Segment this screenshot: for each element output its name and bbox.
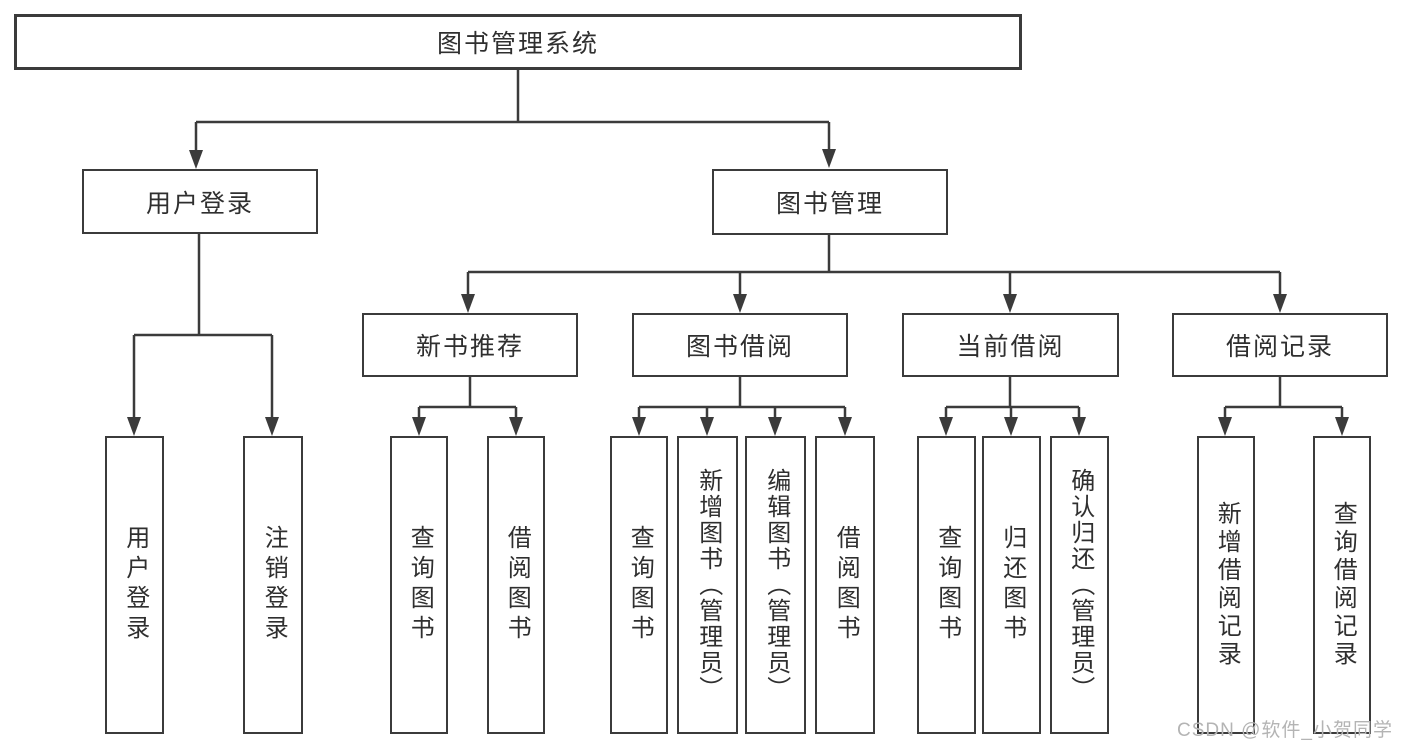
node-label: 查询图书 <box>406 525 434 645</box>
node-label: 查询借阅记录 <box>1329 501 1357 669</box>
node-new-book-recommend: 新书推荐 <box>362 313 578 377</box>
node-label: 借阅图书 <box>503 525 531 645</box>
leaf-query-books-3: 查询图书 <box>917 436 976 734</box>
leaf-return-book: 归还图书 <box>982 436 1041 734</box>
leaf-add-borrow-record: 新增借阅记录 <box>1197 436 1255 734</box>
leaf-logout: 注销登录 <box>243 436 303 734</box>
node-label: 注销登录 <box>260 525 288 645</box>
node-label: 借阅图书 <box>832 525 860 645</box>
node-label: 归还图书 <box>998 525 1026 645</box>
node-book-management: 图书管理 <box>712 169 948 235</box>
node-label: 图书借阅 <box>685 333 794 361</box>
leaf-query-books-1: 查询图书 <box>390 436 448 734</box>
arrowheads <box>127 149 1349 436</box>
node-borrow-records: 借阅记录 <box>1172 313 1388 377</box>
leaf-query-borrow-record: 查询借阅记录 <box>1313 436 1371 734</box>
leaf-borrow-books-2: 借阅图书 <box>815 436 875 734</box>
node-label: 图书管理系统 <box>436 30 599 58</box>
node-user-login: 用户登录 <box>82 169 318 234</box>
node-label: 查询图书 <box>933 525 961 645</box>
node-label: 借阅记录 <box>1225 333 1334 361</box>
node-book-borrowing: 图书借阅 <box>632 313 848 377</box>
watermark: CSDN @软件_小贺同学 <box>1177 720 1393 741</box>
leaf-borrow-books-1: 借阅图书 <box>487 436 545 734</box>
node-label: 新书推荐 <box>415 333 524 361</box>
node-label: 图书管理 <box>775 190 884 218</box>
node-label: 查询图书 <box>626 525 654 645</box>
node-label: 编辑图书（管理员） <box>762 468 790 702</box>
node-label: 新增图书（管理员） <box>694 468 722 702</box>
node-current-borrowing: 当前借阅 <box>902 313 1119 377</box>
node-label: 用户登录 <box>145 189 254 218</box>
leaf-confirm-return-admin: 确认归还（管理员） <box>1050 436 1109 734</box>
leaf-add-book-admin: 新增图书（管理员） <box>677 436 738 734</box>
node-root-system: 图书管理系统 <box>14 14 1022 70</box>
node-label: 确认归还（管理员） <box>1066 468 1094 702</box>
node-label: 用户登录 <box>121 525 149 645</box>
leaf-query-books-2: 查询图书 <box>610 436 668 734</box>
node-label: 当前借阅 <box>956 333 1065 361</box>
node-label: 新增借阅记录 <box>1213 501 1241 669</box>
leaf-edit-book-admin: 编辑图书（管理员） <box>745 436 806 734</box>
leaf-user-login: 用户登录 <box>105 436 164 734</box>
